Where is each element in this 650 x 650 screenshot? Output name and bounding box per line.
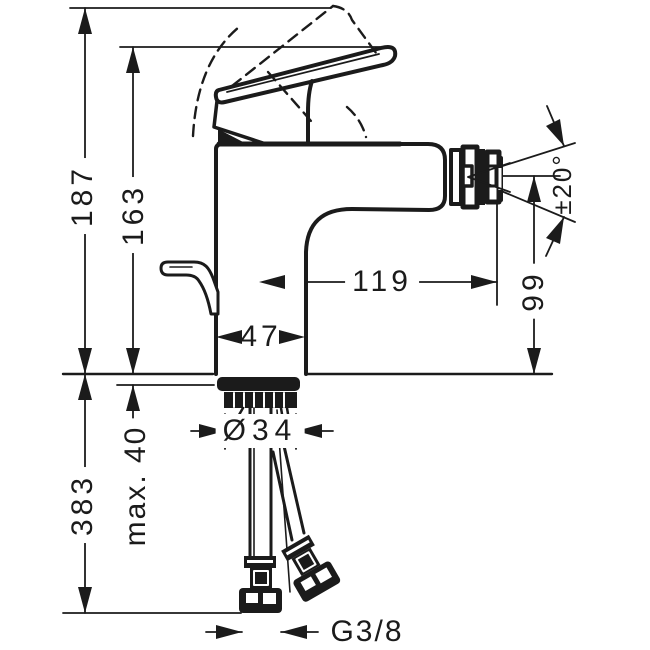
nozzle-rib (479, 149, 485, 205)
raised-lever-bottom-edge (266, 70, 313, 123)
connector-hex-detail (295, 551, 317, 573)
connector-cap-window-2 (263, 593, 276, 604)
dim-label-hose-length: 383 (66, 466, 100, 544)
escutcheon-flange (217, 377, 300, 391)
arrow-119-right (471, 275, 497, 289)
hose-angled-right-edge (282, 444, 306, 535)
dim-label-spout-reach: 119 (345, 265, 419, 299)
dim-label-connection-thread: G3/8 (330, 615, 404, 648)
dim-label-outlet-height: 99 (517, 263, 551, 319)
arrow-383-bottom (78, 587, 92, 613)
raised-lever-left-edge (230, 4, 335, 88)
lever-neck-front (306, 79, 314, 145)
lever-blade-inner-line (226, 53, 380, 93)
hose-stubs (279, 406, 290, 416)
lever-swing-arc-left (191, 25, 241, 138)
dim-label-max-deck-thickness: max. 40 (119, 418, 153, 554)
arrow-187-top (78, 8, 92, 34)
arrow-47-right (279, 330, 305, 344)
connector-cap-window-2 (315, 567, 332, 584)
nozzle-collar (449, 148, 463, 206)
fixing-nut-hatch (233, 392, 285, 408)
arrow-119-left (259, 275, 285, 289)
side-rod (159, 260, 220, 316)
lever-swing-arc-right (345, 105, 368, 139)
dimension-arrowheads (78, 8, 564, 639)
hose-connector-straight (239, 556, 282, 613)
connector-hex (291, 547, 321, 577)
arrow-g38-left (216, 625, 242, 639)
connector-hex-detail (253, 570, 269, 586)
arrow-swivel-lower (546, 217, 564, 244)
arrow-99-top (527, 176, 541, 202)
lever-handle-raised-dashed (191, 4, 381, 139)
arrow-163-bottom (126, 348, 140, 374)
hose-connector-angled (281, 534, 341, 602)
dim-label-swivel-angle: ±20° (547, 153, 577, 215)
arrow-383-top (78, 374, 92, 400)
hose-angled-left-edge (271, 450, 294, 542)
dim-label-body-width: 47 (240, 320, 282, 353)
arrow-o34-right (296, 424, 322, 438)
connector-cap-window-1 (246, 593, 258, 603)
lever-blade (213, 45, 398, 105)
mounting-hardware (217, 377, 300, 422)
dim-label-hole-diameter: Ø34 (215, 414, 305, 448)
arrow-swivel-upper (546, 119, 564, 146)
lever-handle (212, 45, 398, 145)
raised-lever-right-edge (331, 4, 381, 59)
arrow-max40 (126, 385, 140, 411)
connector-collar-slit (247, 560, 273, 563)
arrow-163-top (126, 47, 140, 73)
dome-shadow-wedge (218, 129, 245, 143)
connector-hex (250, 568, 272, 588)
arrow-99-bottom (527, 348, 541, 374)
cartridge-dome (212, 99, 265, 145)
dim-label-height-to-lever: 163 (117, 176, 151, 254)
rod-outline (159, 260, 220, 316)
connector-cap-window-1 (300, 576, 316, 592)
arrow-o34-left (199, 424, 225, 438)
arrow-47-left (216, 330, 242, 344)
connector-collar-slit (285, 539, 310, 556)
arrow-g38-right (281, 625, 307, 639)
arrow-187-bottom (78, 348, 92, 374)
nozzle-angle-lines-overlay (467, 162, 511, 193)
dim-label-total-height: 187 (66, 157, 100, 235)
fixing-nut (224, 392, 297, 408)
nozzle-slot (498, 168, 502, 190)
aerator-nozzle (449, 144, 511, 210)
